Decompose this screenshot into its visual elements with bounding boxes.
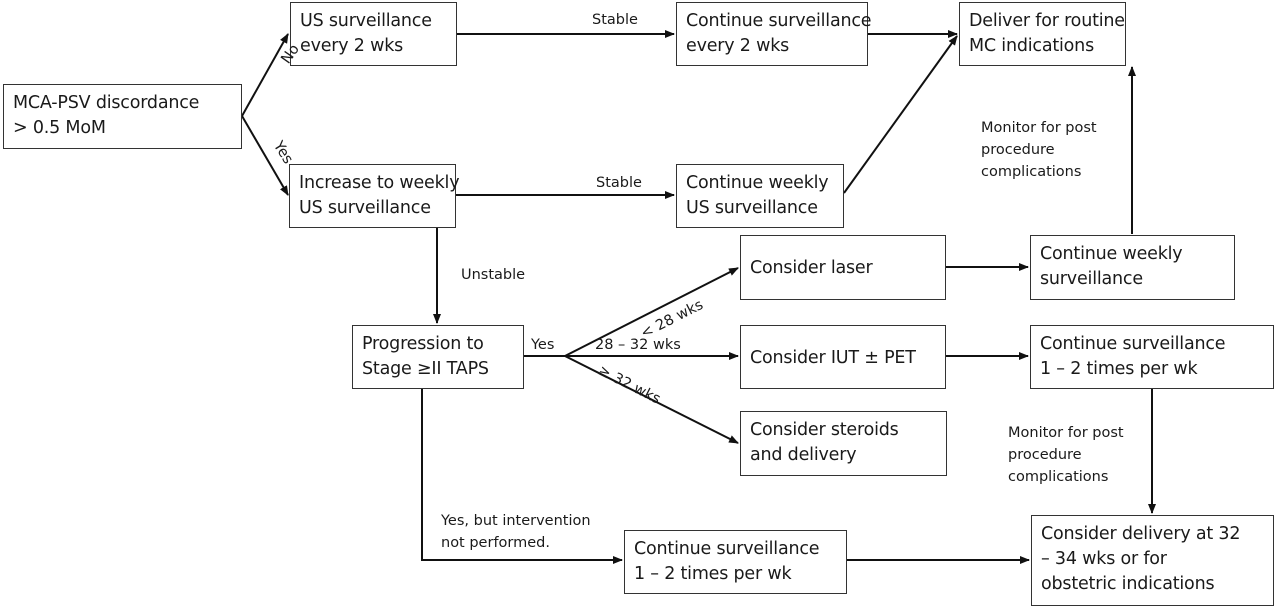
node-line: > 0.5 MoM <box>13 118 106 138</box>
node-line: surveillance <box>1040 269 1143 289</box>
node-line: – 34 wks or for <box>1041 549 1167 569</box>
label-line: procedure <box>1008 447 1082 463</box>
edge-label-not-performed: Yes, but intervention not performed. <box>441 510 591 554</box>
node-line: US surveillance <box>299 198 431 218</box>
node-line: Continue surveillance <box>686 11 872 31</box>
node-consider-iut-pet: Consider IUT ± PET <box>740 325 946 389</box>
node-continue-weekly-surveillance: Continue weekly surveillance <box>1030 235 1235 300</box>
edge-label-stable-mid: Stable <box>596 175 642 191</box>
edge-start-to-increase-weekly <box>241 115 289 196</box>
edge-progression-to-steroids <box>564 355 739 444</box>
node-consider-delivery-32-34: Consider delivery at 32 – 34 wks or for … <box>1031 515 1274 606</box>
node-us-surveillance-every-2-wks: US surveillance every 2 wks <box>290 2 457 66</box>
node-line: MCA-PSV discordance <box>13 93 200 113</box>
node-line: Continue surveillance <box>1040 334 1226 354</box>
label-line: Yes, but intervention <box>441 513 591 529</box>
node-line: US surveillance <box>686 198 818 218</box>
node-line: MC indications <box>969 36 1094 56</box>
node-line: every 2 wks <box>300 36 404 56</box>
edge-progression-to-continue-bottom <box>421 389 623 564</box>
edge-continue-weekly-us-to-deliver <box>843 35 958 194</box>
label-line: Monitor for post <box>1008 425 1124 441</box>
node-line: Stage ≥II TAPS <box>362 359 489 379</box>
node-continue-surveillance-1-2-right: Continue surveillance 1 – 2 times per wk <box>1030 325 1274 389</box>
edge-start-to-us-every-2 <box>241 33 289 117</box>
edge-label-stable-top: Stable <box>592 12 638 28</box>
node-line: obstetric indications <box>1041 574 1215 594</box>
label-line: Monitor for post <box>981 120 1097 136</box>
node-line: Continue surveillance <box>634 539 820 559</box>
node-increase-to-weekly: Increase to weekly US surveillance <box>289 164 460 228</box>
node-consider-laser: Consider laser <box>740 235 946 300</box>
node-consider-steroids-and-delivery: Consider steroids and delivery <box>740 411 947 476</box>
edge-label-unstable: Unstable <box>461 267 526 283</box>
node-continue-weekly-us-surveillance: Continue weekly US surveillance <box>676 164 844 228</box>
edge-label-monitor-bottom: Monitor for post procedure complications <box>1008 422 1124 488</box>
node-line: and delivery <box>750 445 857 465</box>
node-line: Continue weekly <box>686 173 829 193</box>
edge-label-28-32-wks: 28 – 32 wks <box>595 337 681 353</box>
node-line: Consider IUT ± PET <box>750 347 916 368</box>
label-line: complications <box>981 164 1082 180</box>
node-line: Consider steroids <box>750 420 899 440</box>
label-line: not performed. <box>441 535 550 551</box>
node-line: 1 – 2 times per wk <box>1040 359 1198 379</box>
node-continue-surveillance-every-2-wks: Continue surveillance every 2 wks <box>676 2 872 66</box>
node-line: Continue weekly <box>1040 244 1183 264</box>
node-line: US surveillance <box>300 11 432 31</box>
node-mca-psv-discordance: MCA-PSV discordance > 0.5 MoM <box>3 84 242 149</box>
edge-label-monitor-top: Monitor for post procedure complications <box>981 117 1097 183</box>
node-progression-to-stage-ii-taps: Progression to Stage ≥II TAPS <box>352 325 524 389</box>
node-line: Consider laser <box>750 258 873 278</box>
edge-label-yes-progression: Yes <box>531 337 555 353</box>
label-line: procedure <box>981 142 1055 158</box>
node-line: Increase to weekly <box>299 173 460 193</box>
node-continue-surveillance-1-2-bottom: Continue surveillance 1 – 2 times per wk <box>624 530 847 594</box>
label-line: complications <box>1008 469 1109 485</box>
node-deliver-for-routine-mc: Deliver for routine MC indications <box>959 2 1126 66</box>
node-line: Progression to <box>362 334 484 354</box>
edge-progression-to-laser <box>564 267 739 357</box>
node-line: every 2 wks <box>686 36 790 56</box>
node-line: Consider delivery at 32 <box>1041 524 1241 544</box>
node-line: 1 – 2 times per wk <box>634 564 792 584</box>
node-line: Deliver for routine <box>969 11 1125 31</box>
